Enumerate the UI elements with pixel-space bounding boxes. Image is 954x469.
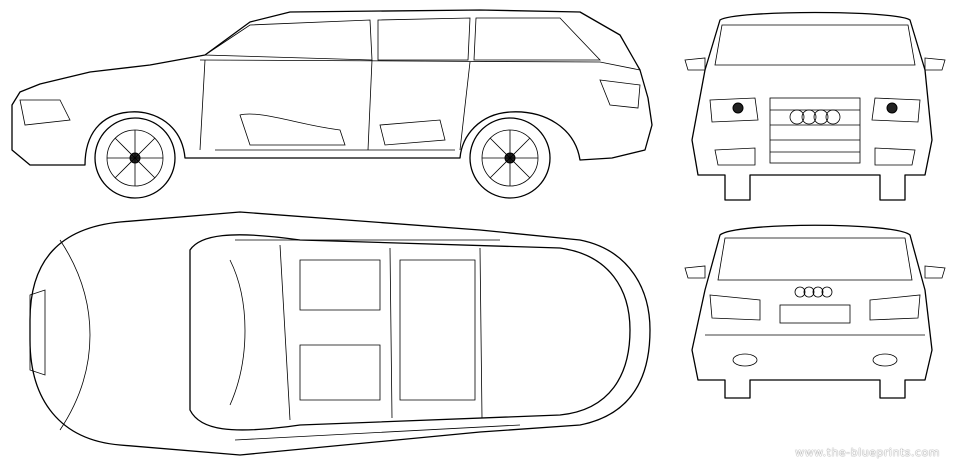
rear-view	[684, 224, 946, 399]
watermark: www.the-blueprints.com	[795, 446, 940, 459]
top-view	[29, 211, 651, 456]
front-view	[684, 11, 946, 201]
side-view	[11, 9, 653, 199]
